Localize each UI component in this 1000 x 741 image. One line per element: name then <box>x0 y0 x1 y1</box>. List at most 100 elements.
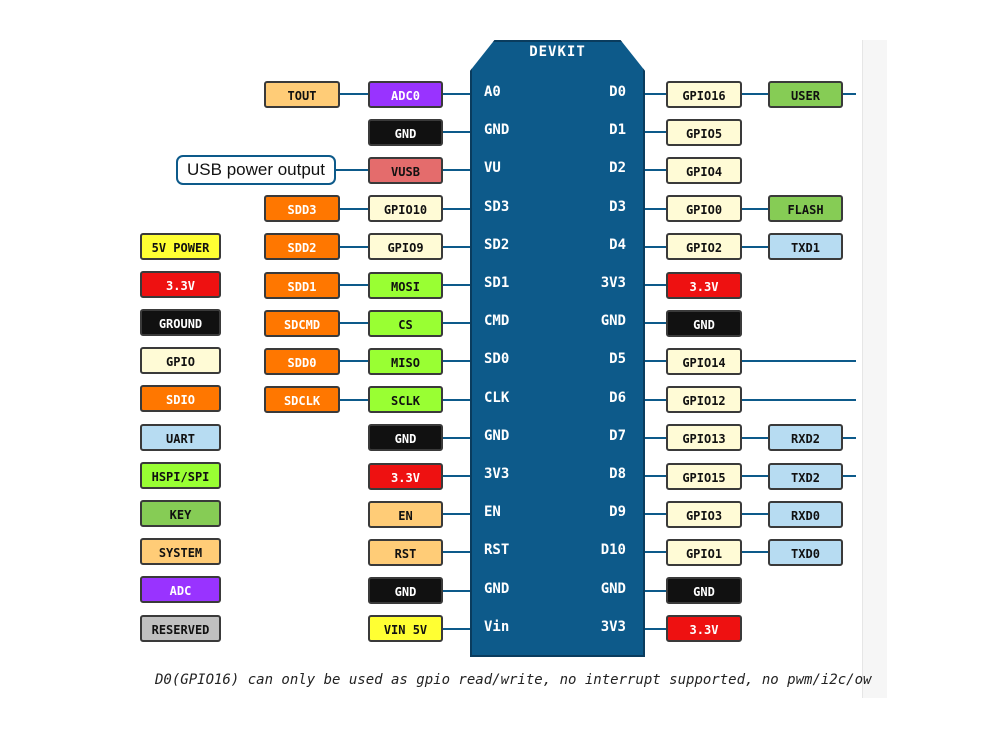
left-extra-tag-3: SDD3 <box>264 195 340 223</box>
right-extra-tag-12: TXD0 <box>768 538 843 566</box>
legend-item-1: 3.3V <box>140 270 221 298</box>
right-func-tag-13: GND <box>666 577 742 605</box>
right-func-tag-10: GPIO15 <box>666 462 742 490</box>
left-pin-8: CLK <box>484 389 510 406</box>
legend-item-10: RESERVED <box>140 614 221 642</box>
left-func-tag-1: GND <box>368 118 443 146</box>
left-pin-11: EN <box>484 504 501 521</box>
left-pin-3: SD3 <box>484 198 510 215</box>
left-func-tag-11: EN <box>368 500 443 528</box>
left-connector-12 <box>443 551 472 554</box>
right-extra-tag-3: FLASH <box>768 195 843 223</box>
left-extra-tag-4: SDD2 <box>264 233 340 261</box>
left-func-tag-10: 3.3V <box>368 462 443 490</box>
right-pin-14: 3V3 <box>600 618 626 635</box>
footnote: D0(GPIO16) can only be used as gpio read… <box>155 672 872 688</box>
right-pin-5: 3V3 <box>600 275 626 291</box>
left-pin-13: GND <box>484 580 510 597</box>
usb-power-callout: USB power output <box>176 155 336 185</box>
right-func-tag-6: GND <box>666 309 742 337</box>
left-extra-tag-5: SDD1 <box>264 271 340 299</box>
side-panel <box>862 40 887 698</box>
right-pin-8: D6 <box>609 389 626 406</box>
left-extra-tag-0: TOUT <box>264 80 340 108</box>
left-func-tag-12: RST <box>368 538 443 566</box>
right-pin-9: D7 <box>609 427 626 444</box>
right-connector-7 <box>640 360 856 363</box>
right-func-tag-5: 3.3V <box>666 271 742 299</box>
left-pin-7: SD0 <box>484 351 510 368</box>
right-pin-1: D1 <box>609 122 626 139</box>
left-connector-9 <box>443 436 472 439</box>
right-func-tag-12: GPIO1 <box>666 538 742 566</box>
left-extra-tag-6: SDCMD <box>264 309 340 337</box>
right-pin-3: D3 <box>609 198 626 215</box>
right-connector-6 <box>640 322 666 325</box>
right-connector-8 <box>640 398 856 401</box>
right-extra-tag-10: TXD2 <box>768 462 843 490</box>
legend-item-5: UART <box>140 423 221 451</box>
left-func-tag-8: SCLK <box>368 386 443 414</box>
legend-item-3: GPIO <box>140 347 221 375</box>
right-connector-13 <box>640 589 666 592</box>
right-connector-0 <box>640 93 856 95</box>
legend-item-6: HSPI/SPI <box>140 461 221 489</box>
right-func-tag-3: GPIO0 <box>666 195 742 223</box>
left-connector-1 <box>443 131 472 134</box>
legend-item-0: 5V POWER <box>140 232 221 260</box>
right-extra-tag-9: RXD2 <box>768 424 843 452</box>
left-extra-tag-7: SDD0 <box>264 347 340 375</box>
right-func-tag-7: GPIO14 <box>666 347 742 375</box>
left-func-tag-4: GPIO9 <box>368 233 443 261</box>
right-pin-13: GND <box>600 580 626 597</box>
legend-item-4: SDIO <box>140 385 221 413</box>
right-connector-1 <box>640 131 666 134</box>
left-pin-10: 3V3 <box>484 466 510 482</box>
left-func-tag-9: GND <box>368 424 443 452</box>
left-connector-10 <box>443 475 472 477</box>
legend-item-2: GROUND <box>140 308 221 336</box>
right-func-tag-8: GPIO12 <box>666 386 742 414</box>
left-pin-9: GND <box>484 427 510 444</box>
board-title: DEVKIT <box>529 44 586 60</box>
legend-item-7: KEY <box>140 499 221 527</box>
left-pin-0: A0 <box>484 84 501 100</box>
right-pin-0: D0 <box>609 84 626 100</box>
right-connector-2 <box>640 169 666 172</box>
left-pin-2: VU <box>484 160 501 177</box>
legend-item-8: SYSTEM <box>140 538 221 566</box>
left-pin-6: CMD <box>484 313 510 330</box>
right-pin-7: D5 <box>609 351 626 368</box>
left-connector-13 <box>443 589 472 592</box>
right-extra-tag-4: TXD1 <box>768 233 843 261</box>
right-func-tag-9: GPIO13 <box>666 424 742 452</box>
right-pin-10: D8 <box>609 466 626 482</box>
right-pin-12: D10 <box>600 542 626 559</box>
left-pin-12: RST <box>484 542 510 559</box>
right-func-tag-0: GPIO16 <box>666 80 742 108</box>
devkit-board <box>470 40 645 657</box>
left-extra-tag-8: SDCLK <box>264 386 340 414</box>
right-func-tag-11: GPIO3 <box>666 500 742 528</box>
right-func-tag-4: GPIO2 <box>666 233 742 261</box>
left-func-tag-6: CS <box>368 309 443 337</box>
right-connector-5 <box>640 284 666 286</box>
right-pin-4: D4 <box>609 236 626 253</box>
left-func-tag-7: MISO <box>368 347 443 375</box>
left-func-tag-0: ADC0 <box>368 80 443 108</box>
left-func-tag-14: VIN 5V <box>368 615 443 643</box>
legend-item-9: ADC <box>140 576 221 604</box>
right-func-tag-1: GPIO5 <box>666 118 742 146</box>
right-extra-tag-11: RXD0 <box>768 500 843 528</box>
left-connector-14 <box>443 627 472 630</box>
left-func-tag-3: GPIO10 <box>368 195 443 223</box>
right-connector-9 <box>640 436 856 439</box>
left-connector-11 <box>443 513 472 516</box>
left-func-tag-2: VUSB <box>368 156 443 184</box>
left-pin-14: Vin <box>484 618 510 635</box>
right-pin-6: GND <box>600 313 626 330</box>
left-pin-5: SD1 <box>484 275 510 291</box>
right-connector-10 <box>640 475 856 477</box>
left-pin-1: GND <box>484 122 510 139</box>
